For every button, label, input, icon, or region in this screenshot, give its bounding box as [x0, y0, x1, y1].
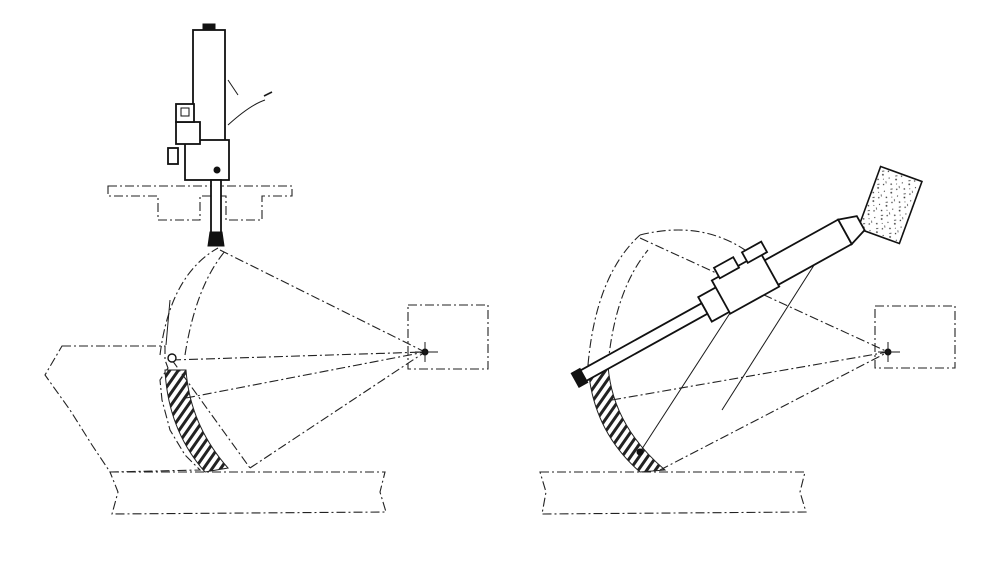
drill-rig-right [570, 215, 866, 388]
drill-rig-left [167, 23, 273, 247]
drill-handle-left [167, 147, 179, 165]
hatched-arc-left [164, 369, 229, 473]
drill-cap-left [202, 23, 216, 31]
drill-rod-right [577, 302, 709, 383]
left-panel [44, 23, 489, 515]
drill-gear-right [712, 255, 741, 280]
hose-left [227, 79, 239, 96]
cable-left [227, 99, 266, 126]
arc-guide-inner-left [184, 249, 227, 356]
ground-slab-left [109, 471, 387, 515]
anchor-block-right [874, 305, 956, 369]
support-strut-right [639, 289, 746, 453]
anchor-block-left [407, 304, 489, 370]
abutment-block-left [44, 345, 202, 473]
clamp-hole-left [180, 107, 190, 117]
right-panel [539, 165, 956, 515]
drill-bit-right [570, 367, 589, 388]
drill-axis-point-left [213, 166, 221, 174]
arc-end-point-left [167, 353, 177, 363]
strut-foot-right [636, 448, 644, 456]
drill-bit-left [207, 231, 225, 247]
drill-rod-left [210, 179, 222, 236]
hatched-arc-right [587, 364, 667, 473]
ground-slab-right [539, 471, 807, 515]
drill-tail-right [836, 215, 866, 246]
drill-gear-left [175, 121, 201, 145]
drill-clamp-right [740, 240, 769, 265]
support-strut-right-2 [721, 239, 831, 411]
arc-top-right [639, 229, 746, 251]
arc-guide-left [159, 247, 219, 356]
mount-block-right [857, 165, 923, 245]
support-beam-left [107, 185, 293, 221]
drill-motor-left [184, 139, 230, 181]
radial-lines-left [171, 249, 426, 469]
arc-guide-right [587, 234, 641, 366]
arc-link-left [165, 299, 171, 346]
cable-end-left [263, 91, 273, 97]
